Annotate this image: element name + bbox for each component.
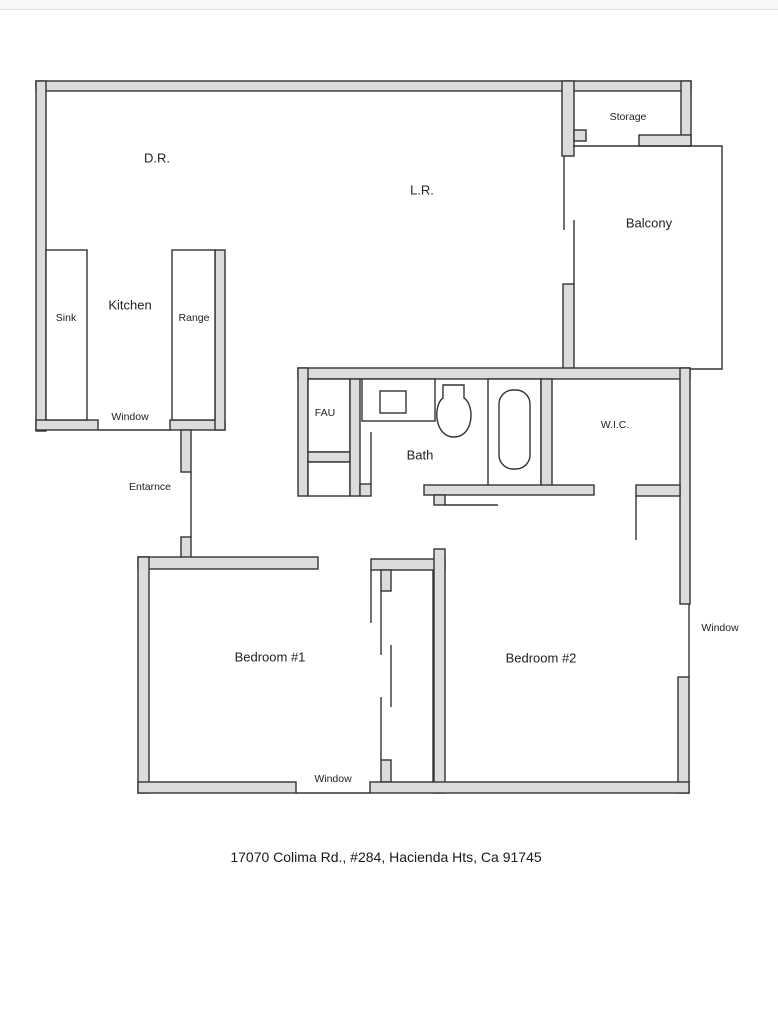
linen-closet [307, 461, 351, 497]
wall-closet-stub-bottom [380, 759, 392, 783]
label-bedroom1: Bedroom #1 [234, 649, 306, 665]
fau-closet [307, 378, 351, 453]
wall-bath-door-stub [433, 494, 446, 506]
range-counter [171, 249, 216, 421]
wall-kitchen-right [214, 249, 226, 431]
wall-bedroom1-left [137, 556, 150, 794]
wall-bedroom1-bottom [137, 781, 297, 794]
wall-fau-divider [307, 451, 351, 463]
toilet [436, 384, 472, 438]
vanity [361, 378, 436, 422]
scan-top-edge [0, 0, 778, 10]
wall-entrance-upper [180, 429, 192, 473]
wall-top [35, 80, 692, 92]
label-wic: W.I.C. [600, 419, 630, 431]
wall-fau-right [349, 378, 361, 497]
wall-bottom-right [369, 781, 690, 794]
wall-right-upper [679, 367, 691, 605]
label-range: Range [178, 312, 210, 324]
label-fau: FAU [314, 407, 336, 419]
bathtub [498, 389, 531, 470]
label-storage: Storage [609, 111, 647, 123]
label-balcony: Balcony [625, 215, 673, 231]
wall-left [35, 80, 47, 432]
wall-tub-wic [540, 378, 553, 487]
wall-lr-right-lower [562, 283, 575, 370]
wall-closet-right [433, 548, 446, 794]
wall-right-lower [677, 676, 690, 794]
label-bedroom1-window: Window [314, 773, 352, 785]
wall-bedroom1-top [137, 556, 319, 570]
property-address: 17070 Colima Rd., #284, Hacienda Hts, Ca… [230, 849, 542, 865]
label-sink: Sink [55, 312, 77, 324]
wall-bath-stub [359, 483, 372, 497]
wall-wic-bottom-right [635, 484, 681, 497]
vanity-sink [379, 390, 407, 414]
wall-lr-bottom [297, 367, 691, 380]
wall-storage-stub-left [573, 129, 587, 142]
wall-lr-right-upper [561, 80, 575, 157]
balcony-outline [573, 145, 723, 370]
label-kitchen: Kitchen [108, 297, 152, 313]
wall-closet-stub-top [380, 569, 392, 592]
wall-storage-stub-right [638, 134, 692, 147]
label-living-room: L.R. [410, 182, 434, 198]
label-dining-room: D.R. [144, 150, 170, 166]
label-bath: Bath [406, 447, 434, 463]
wall-kitchen-bottom-left [35, 419, 99, 431]
label-entrance: Entarnce [128, 481, 172, 493]
label-bedroom2-window: Window [701, 622, 739, 634]
label-kitchen-window: Window [111, 411, 149, 423]
wall-fau-left [297, 367, 309, 497]
wall-bath-bottom [423, 484, 595, 496]
label-bedroom2: Bedroom #2 [505, 650, 577, 666]
sink-counter [45, 249, 88, 421]
